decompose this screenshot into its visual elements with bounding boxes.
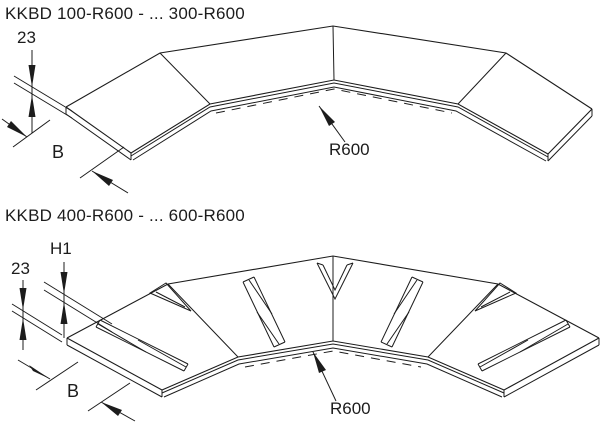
top-dim-b xyxy=(1,118,129,194)
figure1-title: KKBD 100-R600 - ... 300-R600 xyxy=(5,4,245,23)
figure1-width-dim-label: B xyxy=(52,142,65,162)
bottom-cover-drawing xyxy=(66,255,600,398)
figure2-height-dim-label: 23 xyxy=(11,259,30,278)
bottom-radius-leader xyxy=(312,351,337,402)
figure2-width-dim-label: B xyxy=(67,381,80,401)
top-dim-23 xyxy=(13,50,73,133)
figure2-total-height-dim-label: H1 xyxy=(50,239,72,258)
top-radius-leader xyxy=(318,105,346,143)
figure2-radius-label: R600 xyxy=(330,399,371,418)
top-cover-drawing xyxy=(65,25,593,162)
figure2-title: KKBD 400-R600 - ... 600-R600 xyxy=(5,206,245,225)
figure1-height-dim-label: 23 xyxy=(17,28,36,47)
bottom-dim-23 xyxy=(11,280,63,350)
ventilation-slots xyxy=(95,262,571,372)
figure1-radius-label: R600 xyxy=(329,140,370,159)
bottom-dim-h1 xyxy=(43,262,113,338)
bottom-dim-b xyxy=(17,359,136,422)
